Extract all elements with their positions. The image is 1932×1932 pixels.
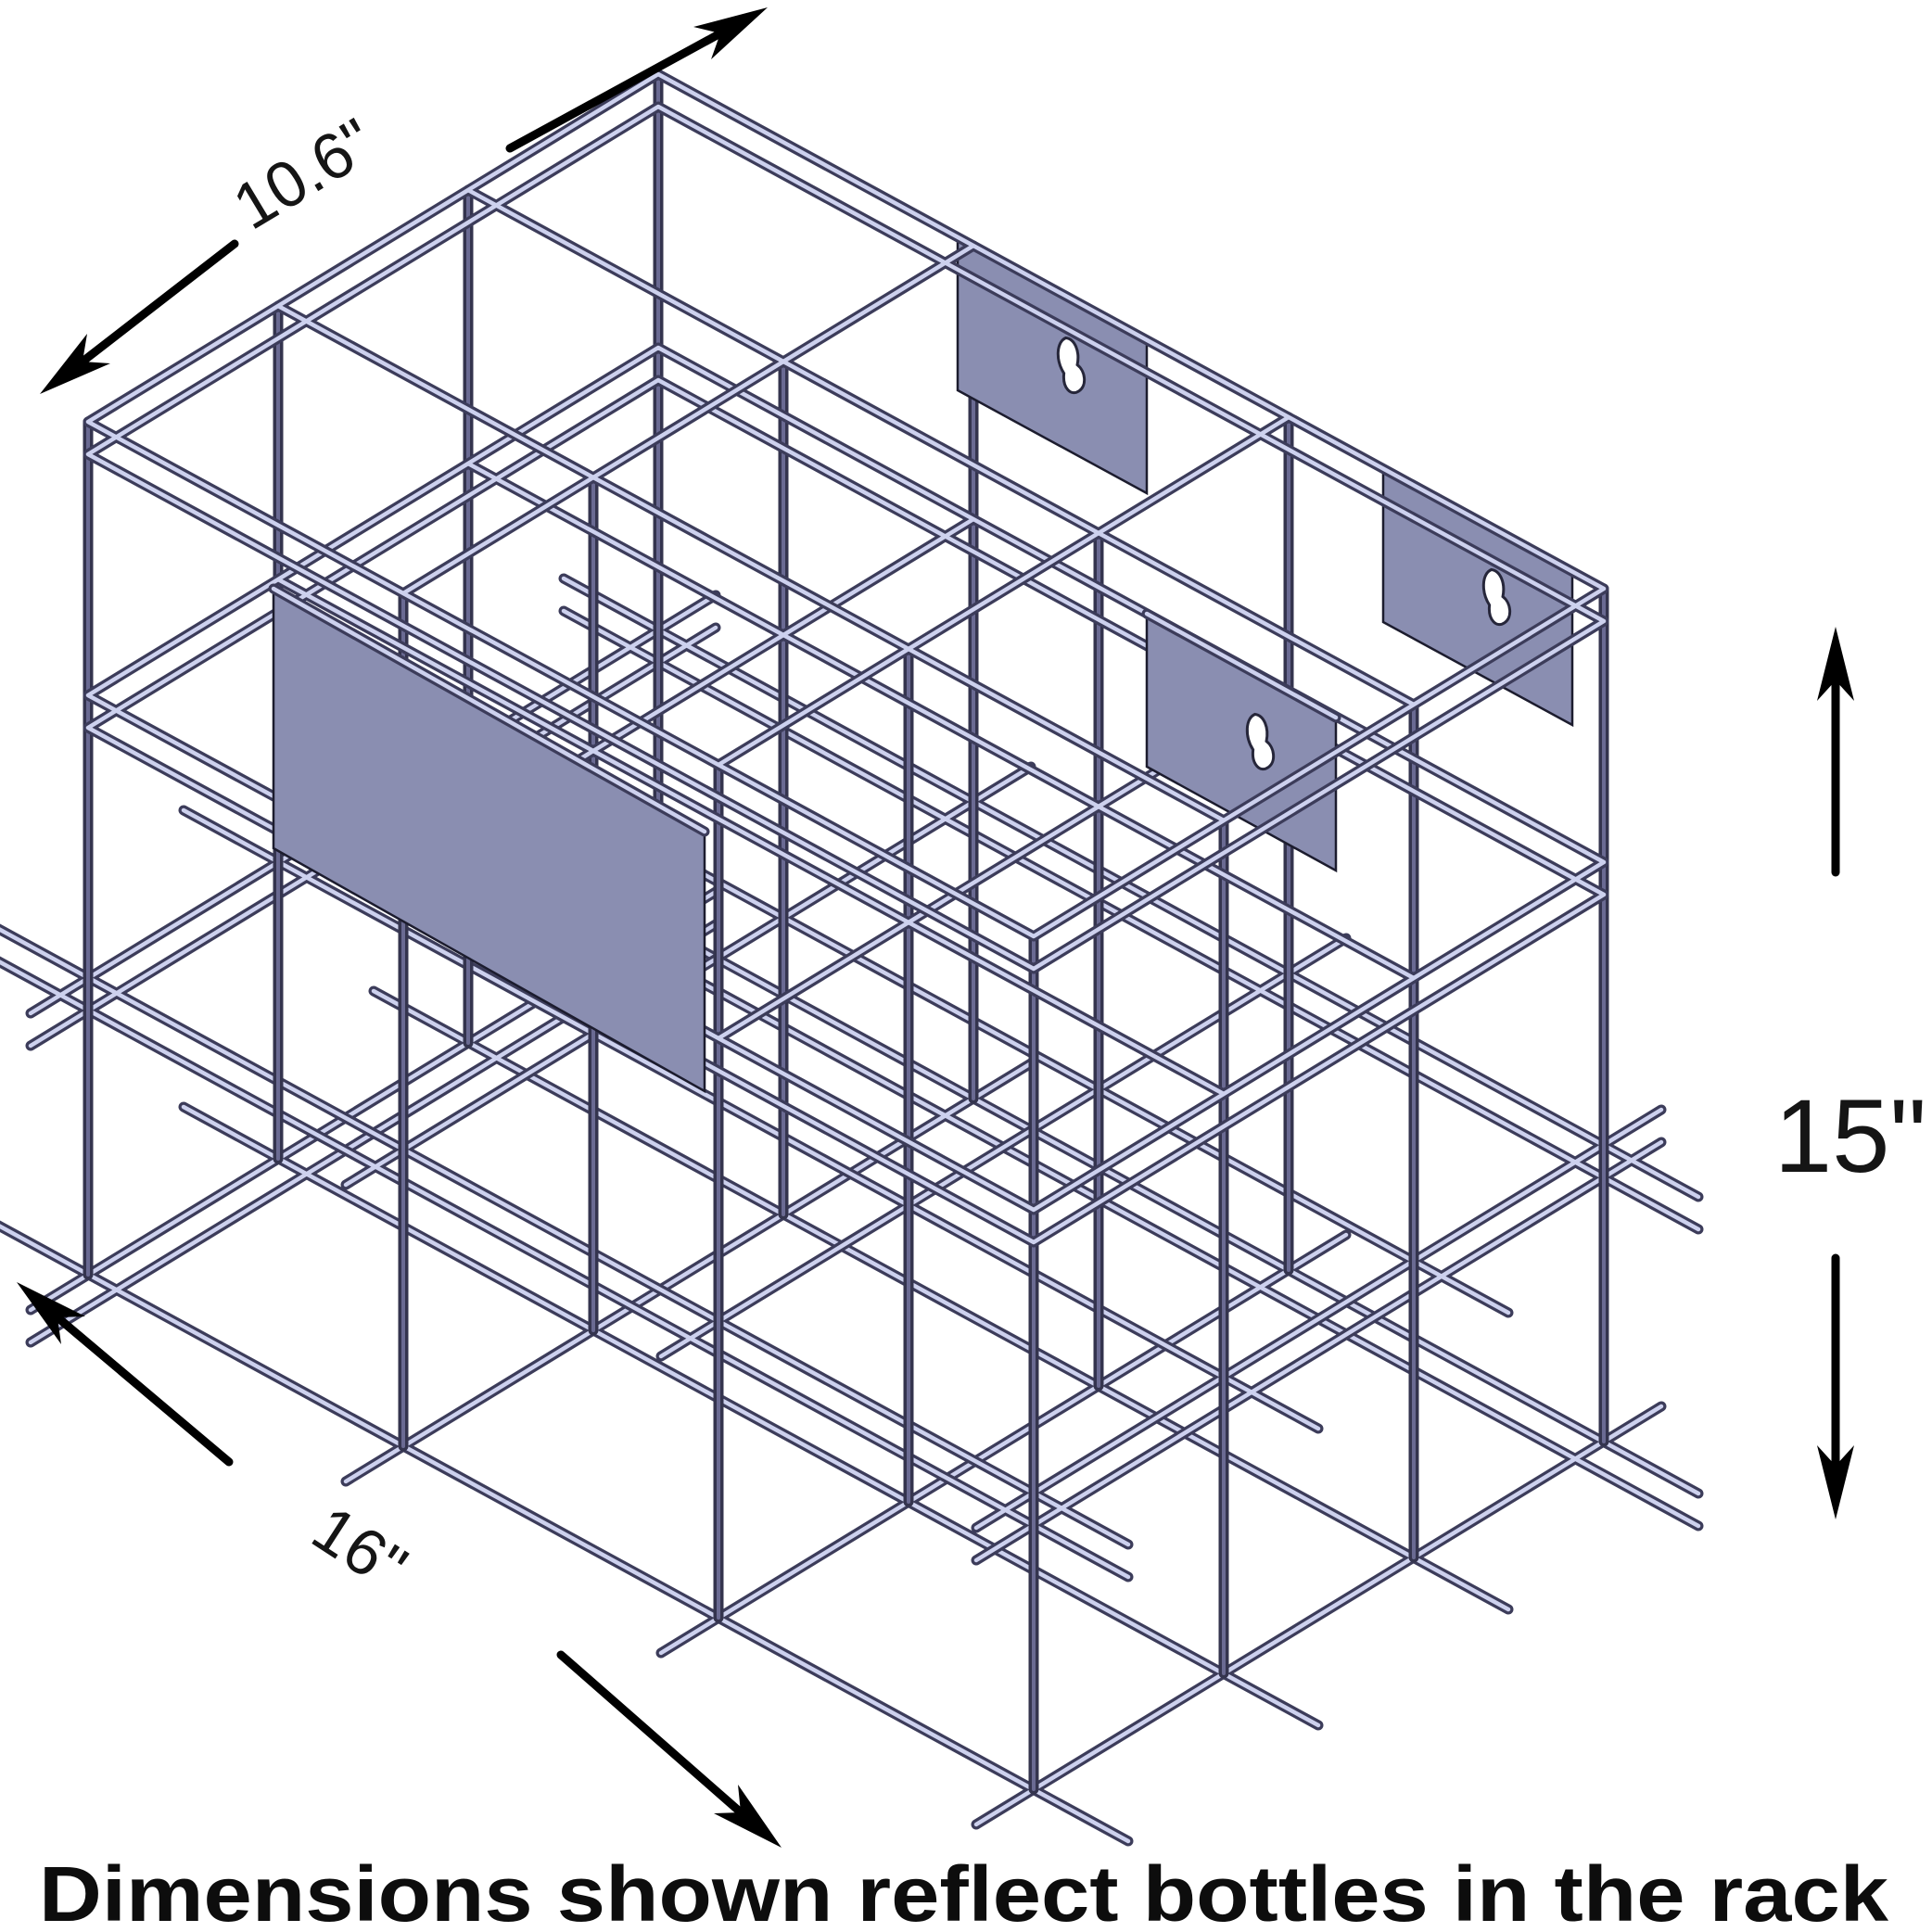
arrow-up-icon (1817, 627, 1854, 701)
width-dimension-arrows (17, 1282, 782, 1848)
mount-bracket-2 (1381, 466, 1574, 728)
arrow-up-left-icon (17, 1282, 85, 1344)
height-dimension-label: 15" (1774, 1078, 1926, 1194)
caption: Dimensions shown reflect bottles in the … (39, 1850, 1888, 1932)
height-dimension-arrows (1817, 627, 1854, 1519)
divider-panel (268, 583, 710, 1094)
depth-dimension-label: 10.6" (222, 105, 387, 244)
base-grid-wires (0, 875, 1698, 1841)
arrow-down-left-icon (40, 334, 110, 394)
width-dimension-label: 16" (300, 1492, 420, 1604)
mount-bracket-1 (956, 235, 1149, 496)
depth-dimension-arrows (40, 7, 768, 394)
arrow-up-right-icon (693, 7, 768, 59)
arrow-down-icon (1817, 1445, 1854, 1519)
mount-bracket-3 (1141, 608, 1341, 873)
arrow-down-right-icon (714, 1785, 782, 1848)
lower-grid-wires (0, 578, 1698, 1577)
